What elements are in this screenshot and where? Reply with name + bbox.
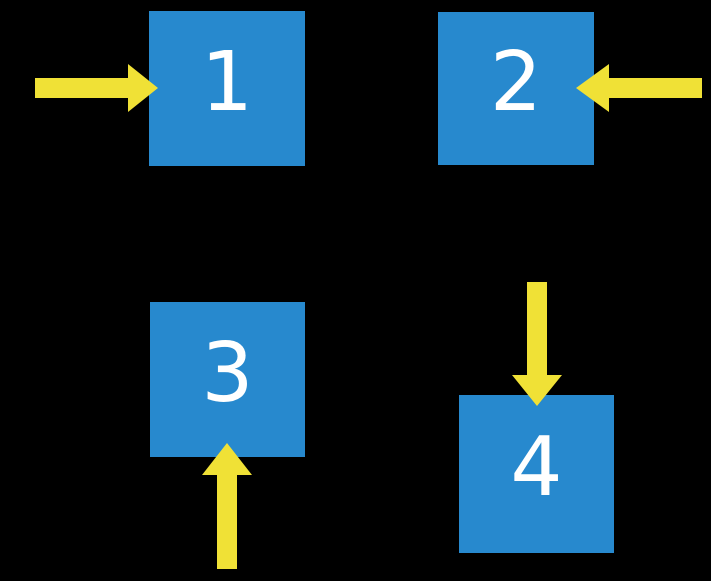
arrow-2-left-icon bbox=[576, 64, 702, 112]
square-2: 2 bbox=[438, 12, 594, 165]
square-3-label: 3 bbox=[201, 325, 254, 421]
square-3: 3 bbox=[150, 302, 305, 457]
square-4: 4 bbox=[459, 395, 614, 553]
arrow-3-up-icon bbox=[202, 443, 252, 569]
square-4-label: 4 bbox=[510, 420, 563, 515]
square-2-label: 2 bbox=[489, 34, 543, 130]
arrow-4-down-icon bbox=[512, 282, 562, 406]
arrow-1-right-icon bbox=[35, 64, 158, 112]
square-1: 1 bbox=[149, 11, 305, 166]
square-1-label: 1 bbox=[200, 34, 254, 130]
